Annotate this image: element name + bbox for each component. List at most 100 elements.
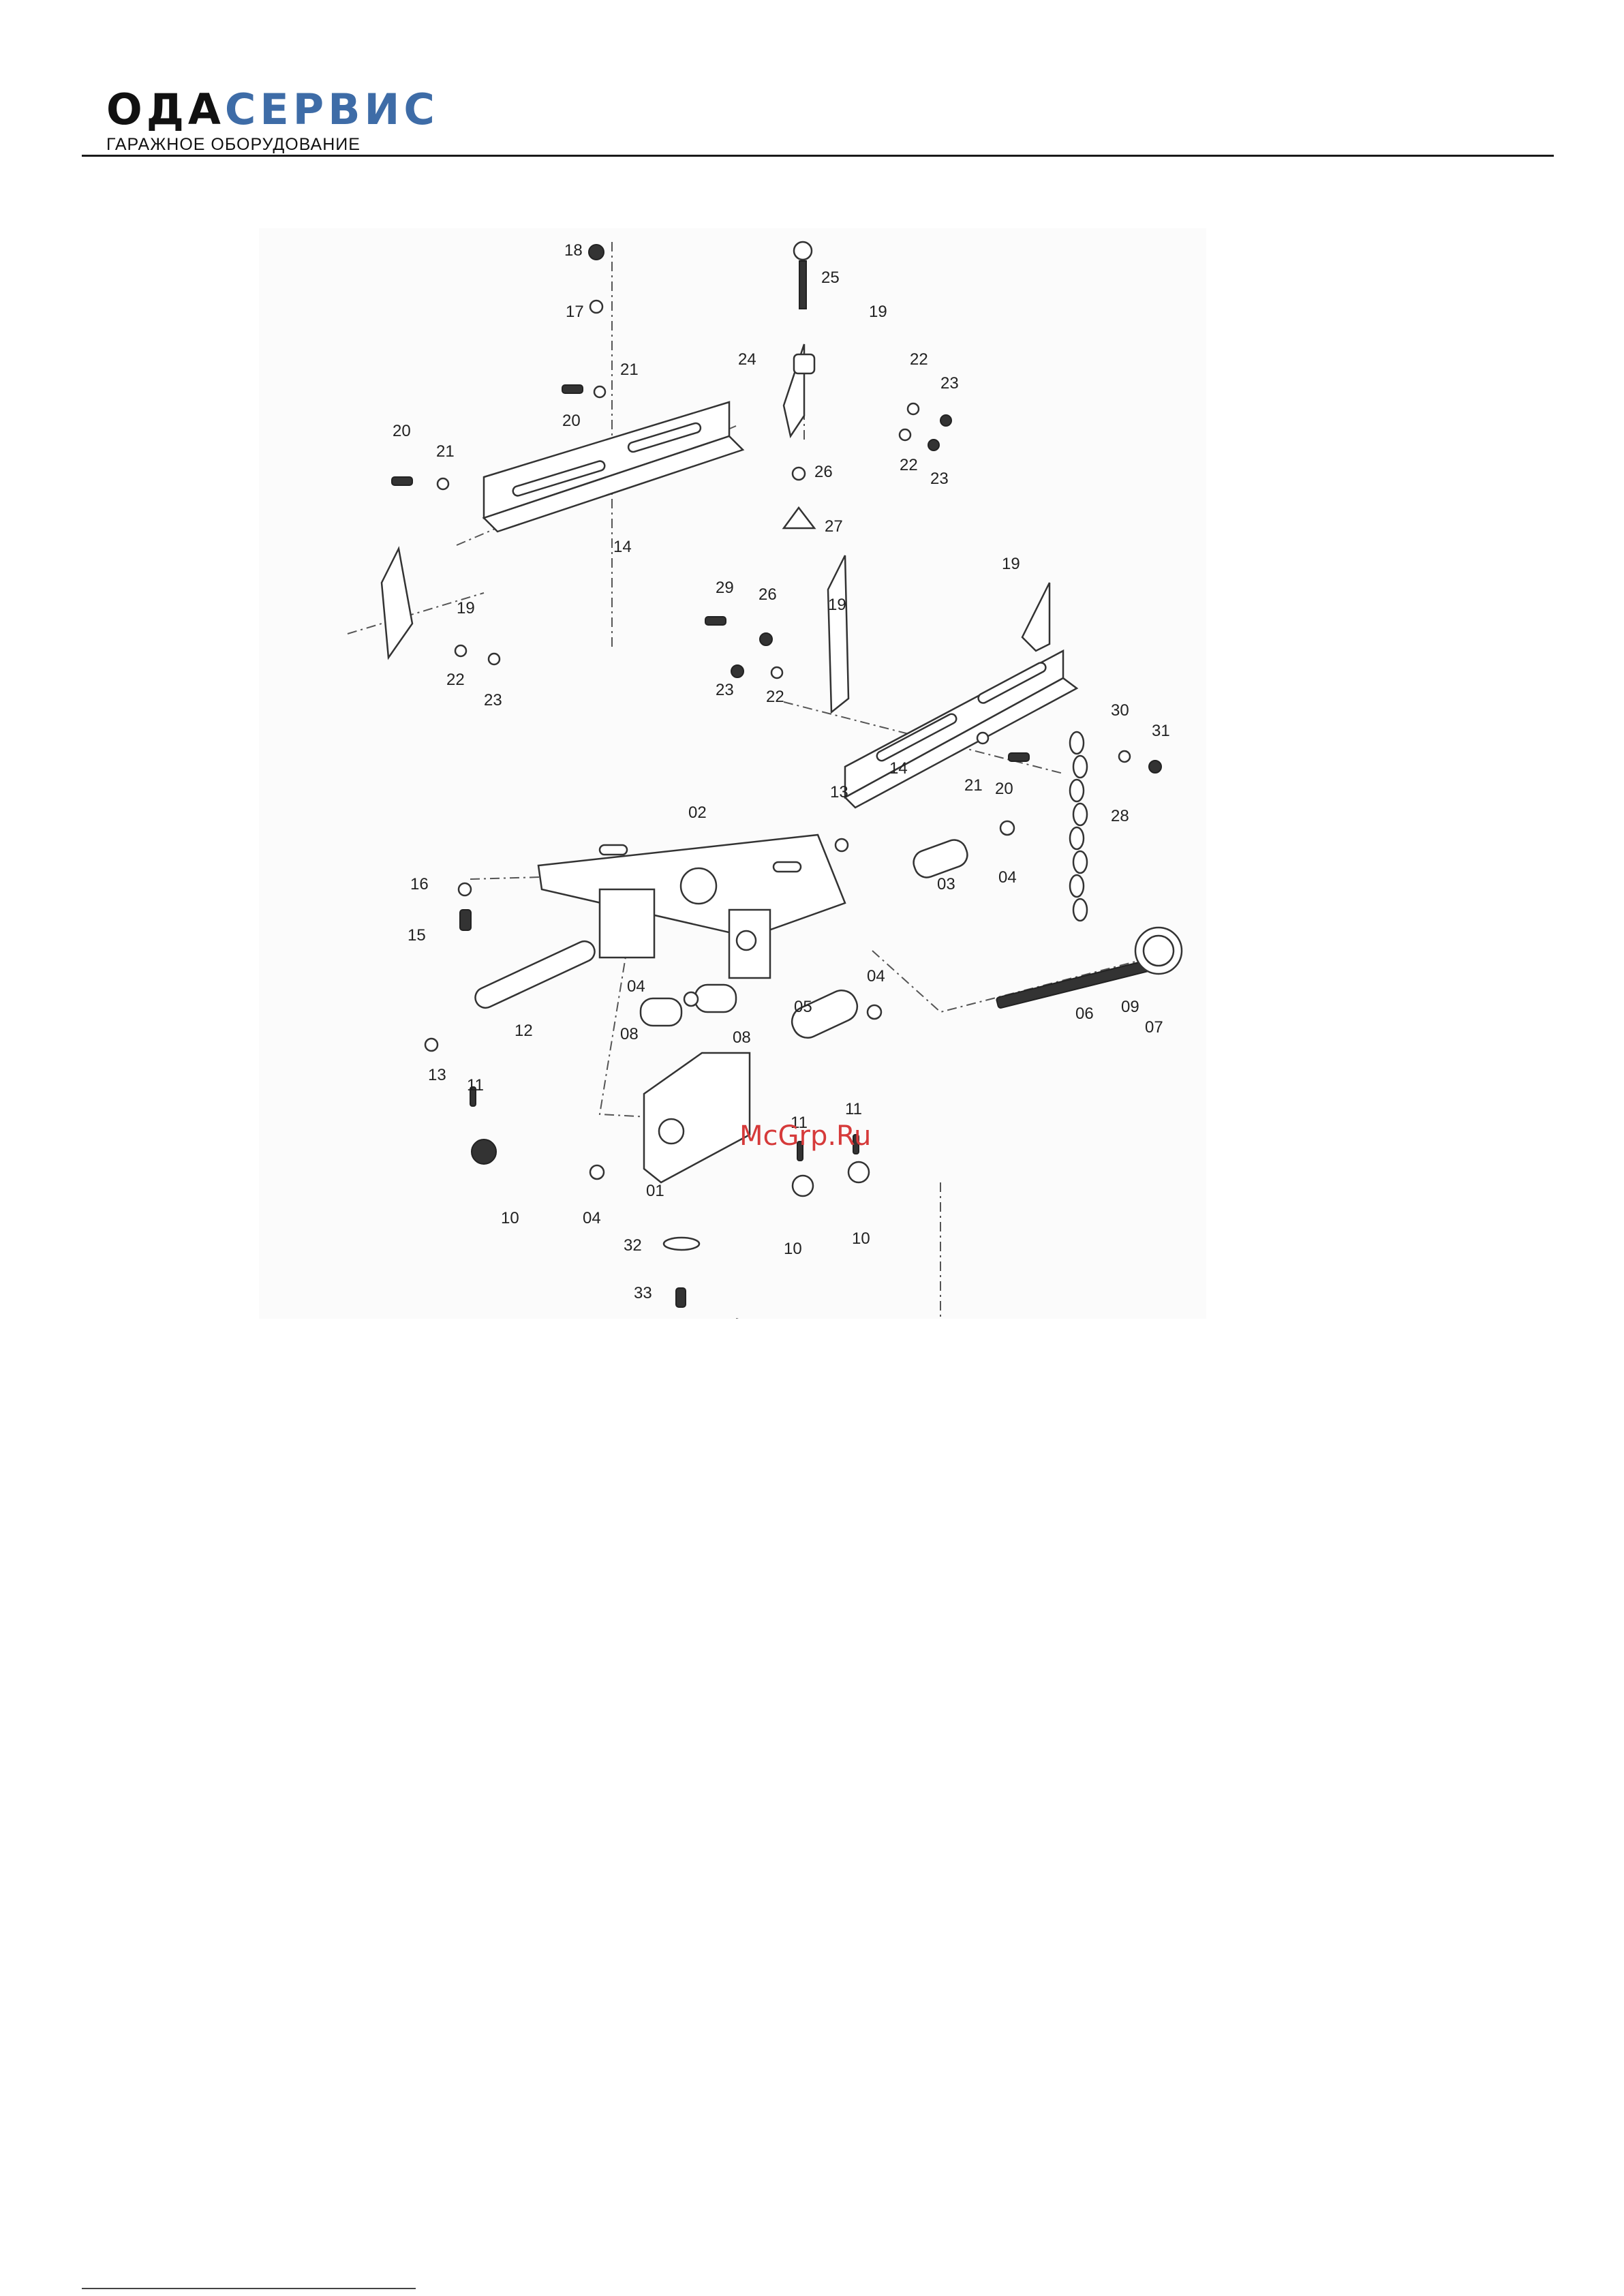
logo-tagline: ГАРАЖНОЕ ОБОРУДОВАНИЕ	[106, 135, 439, 155]
part-callout-label: 13	[830, 783, 848, 801]
nut-26	[793, 468, 805, 480]
part-callout-label: 32	[624, 1236, 642, 1255]
part-callout-label: 04	[867, 967, 885, 985]
nut-23	[940, 415, 951, 426]
part-callout-label: 19	[1002, 555, 1020, 573]
nut-18	[589, 245, 604, 260]
part-callout-label: 07	[1145, 1018, 1163, 1037]
nut-10	[793, 1176, 813, 1196]
wing-nut-27	[784, 508, 814, 528]
part-callout-label: 19	[828, 596, 846, 614]
washer-23	[489, 654, 500, 664]
footer-line	[82, 2288, 416, 2289]
part-callout-label: 04	[627, 977, 645, 996]
part-callout-label: 21	[964, 776, 983, 795]
part-callout-label: 21	[620, 361, 639, 379]
part-callout-label: 22	[900, 456, 918, 474]
part-callout-label: 08	[620, 1025, 639, 1043]
washer-21	[594, 386, 605, 397]
part-callout-label: 10	[501, 1209, 519, 1227]
part-callout-label: 08	[733, 1028, 751, 1047]
triangle-plate	[382, 549, 412, 658]
part-callout-label: 14	[613, 538, 632, 556]
sleeve-03	[910, 837, 971, 881]
part-callout-label: 16	[410, 875, 429, 893]
part-callout-label: 23	[940, 374, 959, 393]
logo-wordmark-part1: ОДА	[106, 85, 225, 134]
clip-04	[590, 1165, 604, 1179]
part-callout-label: 04	[998, 868, 1017, 887]
page-header: ОДАСЕРВИС ГАРАЖНОЕ ОБОРУДОВАНИЕ	[82, 89, 1554, 157]
part-callout-label: 26	[814, 463, 833, 481]
screw-15	[460, 910, 471, 930]
company-logo: ОДАСЕРВИС ГАРАЖНОЕ ОБОРУДОВАНИЕ	[106, 89, 439, 155]
washer-21	[438, 478, 448, 489]
part-callout-label: 11	[467, 1076, 484, 1095]
rod-12	[472, 938, 598, 1011]
part-callout-label: 28	[1111, 807, 1129, 825]
nut-10	[472, 1139, 496, 1164]
part-callout-label: 23	[930, 470, 949, 488]
bolt-29	[705, 617, 726, 625]
part-callout-label: 14	[889, 759, 908, 778]
part-callout-label: 17	[566, 303, 584, 321]
part-callout-label: 31	[1152, 722, 1170, 740]
part-callout-label: 20	[995, 780, 1013, 798]
screw-handle	[996, 928, 1182, 1009]
part-callout-label: 10	[784, 1240, 802, 1258]
part-callout-label: 02	[688, 803, 707, 822]
part-callout-label: 20	[562, 412, 581, 430]
part-callout-label: 03	[937, 875, 955, 893]
logo-wordmark-part2: СЕРВИС	[225, 85, 439, 134]
part-callout-label: 05	[794, 998, 812, 1016]
clip-13	[836, 839, 848, 851]
angle-bracket-upper	[484, 402, 743, 532]
bolt-20	[392, 477, 412, 485]
part-callout-label: 19	[457, 599, 475, 617]
assembly-line	[736, 1182, 940, 1319]
nut-31	[1149, 761, 1161, 773]
part-callout-label: 09	[1121, 998, 1139, 1016]
part-callout-label: 04	[583, 1209, 601, 1227]
part-callout-label: 22	[446, 671, 465, 689]
nut-10	[848, 1162, 869, 1182]
washer-22	[771, 667, 782, 678]
part-callout-label: 24	[738, 350, 756, 369]
washer-22	[900, 429, 910, 440]
part-callout-label: 06	[1075, 1005, 1094, 1023]
part-callout-label: 29	[716, 579, 734, 597]
pin-24	[794, 354, 814, 373]
part-callout-label: 13	[428, 1066, 446, 1084]
chain-28	[1070, 732, 1087, 921]
part-callout-label: 01	[646, 1182, 664, 1200]
part-callout-label: 22	[910, 350, 928, 369]
part-callout-label: 23	[484, 691, 502, 709]
clip-04	[868, 1005, 881, 1019]
part-callout-label: 10	[852, 1229, 870, 1248]
washer-21	[977, 733, 988, 744]
clip-04	[684, 992, 698, 1006]
part-callout-label: 30	[1111, 701, 1129, 720]
bolt-20	[1009, 753, 1029, 761]
part-callout-label: 26	[759, 585, 777, 604]
triangle-plate	[1022, 583, 1050, 651]
part-callout-label: 11	[845, 1100, 862, 1118]
washer-22	[908, 403, 919, 414]
nut-23	[928, 440, 939, 450]
part-callout-label: 21	[436, 442, 455, 461]
part-callout-label: 18	[564, 241, 583, 260]
triangle-plate	[828, 555, 848, 712]
part-callout-label: 27	[825, 517, 843, 536]
bolt-20	[562, 385, 583, 393]
nut-23	[731, 665, 744, 677]
washer-22	[455, 645, 466, 656]
nut-26	[760, 633, 772, 645]
washer-16	[459, 883, 471, 896]
part-callout-label: 12	[515, 1022, 533, 1040]
clip-13	[425, 1039, 438, 1051]
part-callout-label: 20	[393, 422, 411, 440]
part-callout-label: 15	[408, 926, 426, 945]
screw-33	[676, 1288, 686, 1307]
washer-30	[1119, 751, 1130, 762]
